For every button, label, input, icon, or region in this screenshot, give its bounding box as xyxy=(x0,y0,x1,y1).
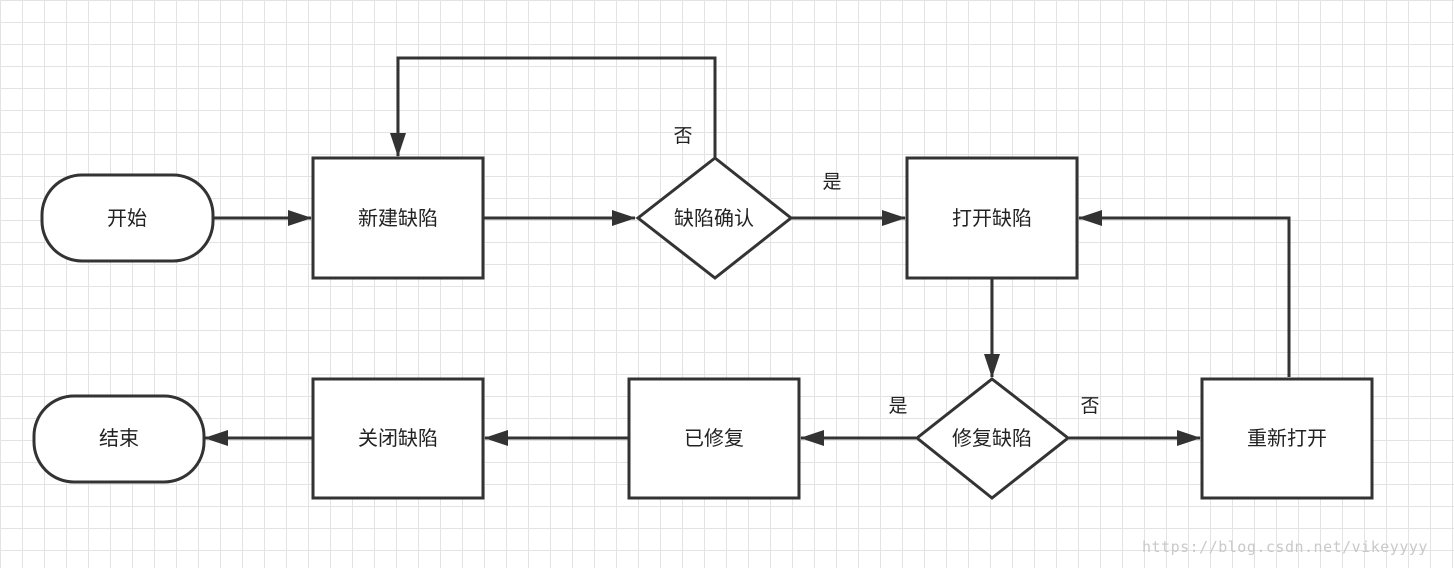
end-terminal-shape xyxy=(32,394,206,484)
node-create[interactable]: 新建缺陷 xyxy=(311,156,485,280)
confirm-decision-shape xyxy=(635,156,794,280)
edges xyxy=(204,56,1291,446)
start-label: 开始 xyxy=(107,206,147,230)
fix-decision-shape xyxy=(914,377,1071,500)
close-label: 关闭缺陷 xyxy=(358,426,438,450)
create-process-shape xyxy=(311,156,485,280)
confirm-label: 缺陷确认 xyxy=(674,206,754,230)
node-confirm[interactable]: 缺陷确认 xyxy=(635,156,794,280)
reopen-label: 重新打开 xyxy=(1247,426,1327,450)
end-label: 结束 xyxy=(99,426,139,450)
edge-label-fix-no: 否 xyxy=(1080,395,1099,417)
edge-reopen-to-open xyxy=(1078,210,1291,377)
fixed-process-shape xyxy=(627,377,801,500)
node-open[interactable]: 打开缺陷 xyxy=(905,156,1079,280)
create-label: 新建缺陷 xyxy=(358,206,438,230)
open-label: 打开缺陷 xyxy=(952,206,1032,230)
open-process-shape xyxy=(905,156,1079,280)
close-process-shape xyxy=(311,377,485,500)
watermark-url: https://blog.csdn.net/vikeyyyy xyxy=(1142,538,1428,556)
fixed-label: 已修复 xyxy=(684,426,744,450)
edge-confirm-no-to-create xyxy=(390,56,717,157)
node-fix[interactable]: 修复缺陷 xyxy=(914,377,1071,500)
node-fixed[interactable]: 已修复 xyxy=(627,377,801,500)
node-close[interactable]: 关闭缺陷 xyxy=(311,377,485,500)
edge-label-confirm-yes: 是 xyxy=(822,171,841,193)
reopen-process-shape xyxy=(1200,377,1374,500)
fix-label: 修复缺陷 xyxy=(952,426,1032,450)
edge-label-confirm-no: 否 xyxy=(673,125,692,147)
edge-label-fix-yes: 是 xyxy=(888,395,907,417)
node-start[interactable]: 开始 xyxy=(40,173,215,263)
node-reopen[interactable]: 重新打开 xyxy=(1200,377,1374,500)
start-terminal-shape xyxy=(40,173,215,263)
node-end[interactable]: 结束 xyxy=(32,394,206,484)
